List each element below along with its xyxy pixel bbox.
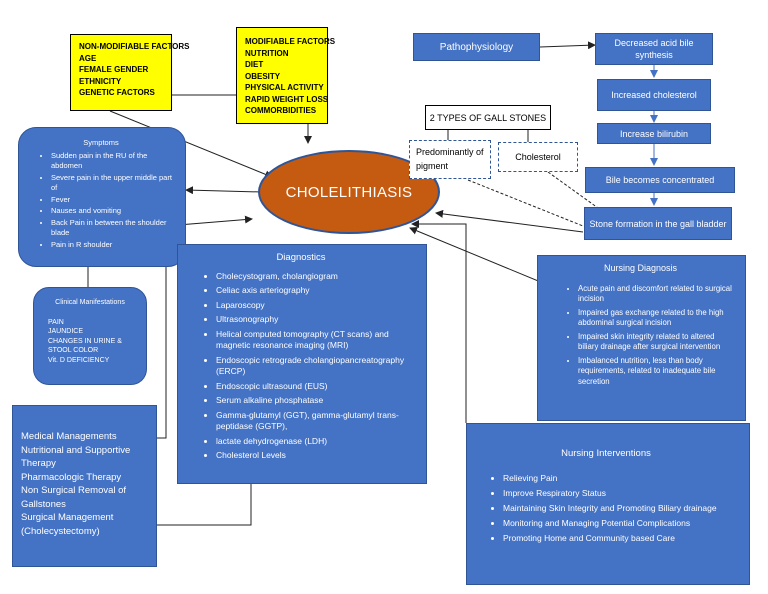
symptoms-title: Symptoms xyxy=(83,138,119,147)
intervention-item: Improve Respiratory Status xyxy=(503,487,739,499)
intervention-item: Promoting Home and Community based Care xyxy=(503,532,739,544)
patho-step-label: Decreased acid bile synthesis xyxy=(614,38,694,60)
modifiable-item: NUTRITION xyxy=(245,48,289,58)
center-topic-ellipse: CHOLELITHIASIS xyxy=(258,150,440,234)
nursing-interventions-box: Nursing Interventions Relieving Pain Imp… xyxy=(466,423,750,585)
clinical-item: PAIN xyxy=(48,318,64,326)
medical-managements-box: Medical Managements Nutritional and Supp… xyxy=(12,405,157,567)
patho-step-1: Decreased acid bile synthesis xyxy=(595,33,713,65)
clinical-title: Clinical Manifestations xyxy=(55,299,125,306)
nursing-interventions-list: Relieving Pain Improve Respiratory Statu… xyxy=(473,472,739,544)
nursing-diagnosis-item: Impaired skin integrity related to alter… xyxy=(578,332,737,353)
nursing-diagnosis-box: Nursing Diagnosis Acute pain and discomf… xyxy=(537,255,746,421)
connector-cholesterol-to-stone xyxy=(547,171,599,209)
gallstone-types-box: 2 TYPES OF GALL STONES xyxy=(425,105,551,130)
medical-item: Pharmacologic Therapy xyxy=(21,471,122,483)
arrow-medical-to-center xyxy=(157,215,253,439)
diagnostic-item: Ultrasonography xyxy=(216,314,418,326)
symptoms-box: Symptoms Sudden pain in the RU of the ab… xyxy=(18,127,186,267)
pigment-stone-label: Predominantly of pigment xyxy=(416,147,484,171)
nonmodifiable-item: FEMALE GENDER xyxy=(79,65,149,74)
nonmodifiable-item: ETHNICITY xyxy=(79,76,122,86)
patho-step-3: Increase bilirubin xyxy=(597,123,711,144)
patho-step-label: Increased cholesterol xyxy=(611,90,697,100)
intervention-item: Maintaining Skin Integrity and Promoting… xyxy=(503,502,739,514)
diagnostics-title: Diagnostics xyxy=(276,252,326,263)
modifiable-item: OBESITY xyxy=(245,71,281,81)
medical-item: Nutritional and Supportive Therapy xyxy=(21,444,131,470)
diagnostic-item: Endoscopic retrograde cholangiopancreato… xyxy=(216,355,418,378)
modifiable-factors-box: MODIFIABLE FACTORS NUTRITION DIET OBESIT… xyxy=(236,27,336,124)
connector-diagnostics-medical xyxy=(157,484,252,526)
medical-item: Surgical Management (Cholecystectomy) xyxy=(21,512,114,537)
pigment-stone-box: Predominantly of pigment xyxy=(409,140,491,179)
diagnostic-item: Cholesterol Levels xyxy=(216,450,418,462)
clinical-item: Vit. D DEFICIENCY xyxy=(48,356,110,364)
patho-step-5: Stone formation in the gall bladder xyxy=(584,207,732,240)
modifiable-item: PHYSICAL ACTIVITY xyxy=(245,83,324,92)
center-topic-label: CHOLELITHIASIS xyxy=(285,183,413,201)
arrow-nursing-diagnosis-to-center xyxy=(409,226,561,291)
patho-step-2: Increased cholesterol xyxy=(597,79,711,111)
clinical-item: STOOL COLOR xyxy=(48,347,99,354)
patho-step-label: Increase bilirubin xyxy=(619,128,689,139)
modifiable-item: MODIFIABLE FACTORS xyxy=(245,37,336,46)
patho-step-4: Bile becomes concentrated xyxy=(585,167,735,193)
nursing-diagnosis-list: Acute pain and discomfort related to sur… xyxy=(544,284,737,388)
diagnostic-item: Cholecystogram, cholangiogram xyxy=(216,271,418,283)
clinical-item: JAUNDICE xyxy=(48,328,84,335)
diagnostic-item: Helical computed tomography (CT scans) a… xyxy=(216,329,418,352)
modifiable-item: DIET xyxy=(245,60,264,69)
arrow-interventions-to-center xyxy=(411,220,467,423)
nonmodifiable-item: AGE xyxy=(79,53,97,63)
diagnostic-item: Serum alkaline phosphatase xyxy=(216,395,418,407)
modifiable-item: COMMORBIDITIES xyxy=(245,106,317,115)
arrow-stone-formation-to-center xyxy=(435,209,584,233)
symptom-item: Back Pain in between the shoulder blade xyxy=(51,218,177,239)
diagnostic-item: Celiac axis arteriography xyxy=(216,285,418,297)
nursing-diagnosis-item: Impaired gas exchange related to the hig… xyxy=(578,308,737,329)
symptom-item: Nauses and vomiting xyxy=(51,206,177,217)
gallstone-types-title: 2 TYPES OF GALL STONES xyxy=(429,112,547,123)
diagnostic-item: lactate dehydrogenase (LDH) xyxy=(216,436,418,448)
symptom-item: Fever xyxy=(51,195,177,206)
nursing-interventions-title: Nursing Interventions xyxy=(561,448,651,459)
nonmodifiable-item: NON-MODIFIABLE FACTORS xyxy=(79,42,190,51)
arrow-center-to-symptoms xyxy=(185,186,263,195)
modifiable-item: RAPID WEIGHT LOSS xyxy=(245,94,329,104)
arrow-patho-to-step1 xyxy=(539,41,596,50)
nonmodifiable-item: GENETIC FACTORS xyxy=(79,88,155,97)
arrow-nonmodifiable-to-center xyxy=(109,110,273,179)
intervention-item: Monitoring and Managing Potential Compli… xyxy=(503,517,739,529)
cholesterol-stone-box: Cholesterol xyxy=(498,142,578,172)
pathophysiology-title: Pathophysiology xyxy=(439,41,514,53)
nonmodifiable-factors-box: NON-MODIFIABLE FACTORS AGE FEMALE GENDER… xyxy=(70,34,190,111)
nursing-diagnosis-item: Imbalanced nutrition, less than body req… xyxy=(578,356,737,388)
symptom-item: Severe pain in the upper middle part of xyxy=(51,173,177,194)
nursing-diagnosis-title: Nursing Diagnosis xyxy=(603,263,678,273)
patho-step-label: Bile becomes concentrated xyxy=(605,175,715,185)
patho-step-label: Stone formation in the gall bladder xyxy=(589,218,727,229)
pathophysiology-box: Pathophysiology xyxy=(413,33,540,61)
diagnostic-item: Endoscopic ultrasound (EUS) xyxy=(216,381,418,393)
medical-item: Non Surgical Removal of Gallstones xyxy=(21,485,127,510)
diagnostic-item: Gamma-glutamyl (GGT), gamma-glutamyl tra… xyxy=(216,410,418,433)
diagnostic-item: Laparoscopy xyxy=(216,300,418,312)
medical-item: Medical Managements xyxy=(21,431,117,442)
symptom-item: Sudden pain in the RU of the abdomen xyxy=(51,151,177,172)
clinical-manifestations-box: Clinical Manifestations PAIN JAUNDICE CH… xyxy=(33,287,147,385)
cholesterol-stone-label: Cholesterol xyxy=(515,152,561,162)
diagnostics-box: Diagnostics Cholecystogram, cholangiogra… xyxy=(177,244,427,484)
symptoms-list: Sudden pain in the RU of the abdomen Sev… xyxy=(25,151,177,251)
clinical-item: CHANGES IN URINE & xyxy=(48,337,122,345)
diagnostics-list: Cholecystogram, cholangiogram Celiac axi… xyxy=(184,271,418,462)
intervention-item: Relieving Pain xyxy=(503,472,739,484)
nursing-diagnosis-item: Acute pain and discomfort related to sur… xyxy=(578,284,737,305)
symptom-item: Pain in R shoulder xyxy=(51,240,177,251)
connector-pigment-to-stone xyxy=(467,179,584,227)
